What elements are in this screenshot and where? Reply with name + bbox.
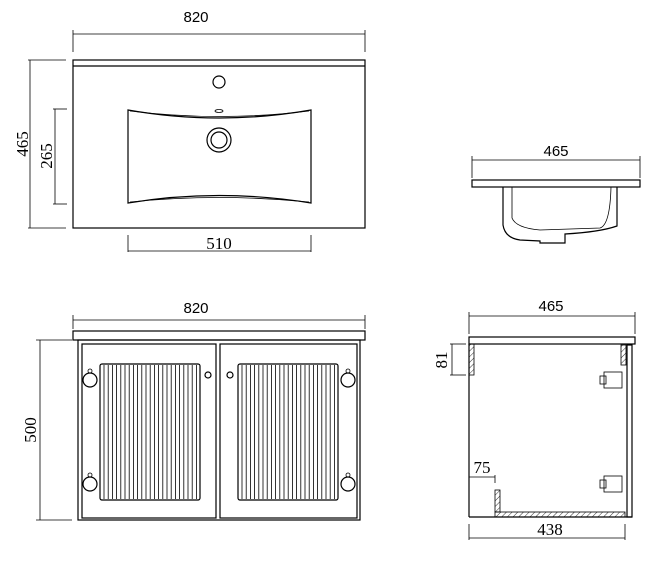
right-door <box>219 343 358 519</box>
basin-outline <box>127 109 312 204</box>
countertop-outline <box>72 59 366 229</box>
hinge-top <box>599 371 623 389</box>
top-rail-section <box>468 343 475 376</box>
right-door-knob <box>226 371 234 379</box>
faucet-hole <box>212 75 226 89</box>
front-countertop <box>72 330 366 341</box>
offset-dim: 75 <box>474 458 491 477</box>
front-height-dim: 500 <box>21 417 40 443</box>
door-panel-section <box>626 344 633 518</box>
section-countertop <box>468 336 636 345</box>
basin-depth-dim: 265 <box>37 143 56 169</box>
back-panel-section <box>494 489 501 513</box>
front-view: 820 500 <box>21 300 366 521</box>
section-depth-dim: 465 <box>538 298 563 315</box>
cabinet-body <box>77 339 361 521</box>
hinge-bottom <box>599 475 623 493</box>
overflow-hole <box>214 109 224 113</box>
rail-dim: 81 <box>432 352 451 369</box>
basin-width-dim: 510 <box>206 234 232 253</box>
left-door <box>81 343 217 519</box>
top-view: 820 465 265 510 <box>13 9 366 253</box>
front-width-dim: 820 <box>183 300 208 317</box>
left-door-knob <box>204 371 212 379</box>
left-fluted-panel <box>99 363 201 501</box>
side-section-view: 465 81 75 438 <box>432 298 636 540</box>
basin-profile <box>502 187 618 244</box>
drain-inner <box>210 131 228 149</box>
top-width-dim: 820 <box>183 9 208 26</box>
side-countertop <box>471 179 641 188</box>
side-depth-dim: 465 <box>543 143 568 160</box>
top-depth-dim: 465 <box>13 131 32 157</box>
right-fluted-panel <box>237 363 339 501</box>
hinge-cups <box>82 368 356 492</box>
bottom-panel-section <box>494 511 626 518</box>
drain-outer <box>206 127 232 153</box>
bottom-dim: 438 <box>537 520 563 539</box>
side-basin-view: 465 <box>471 143 641 244</box>
